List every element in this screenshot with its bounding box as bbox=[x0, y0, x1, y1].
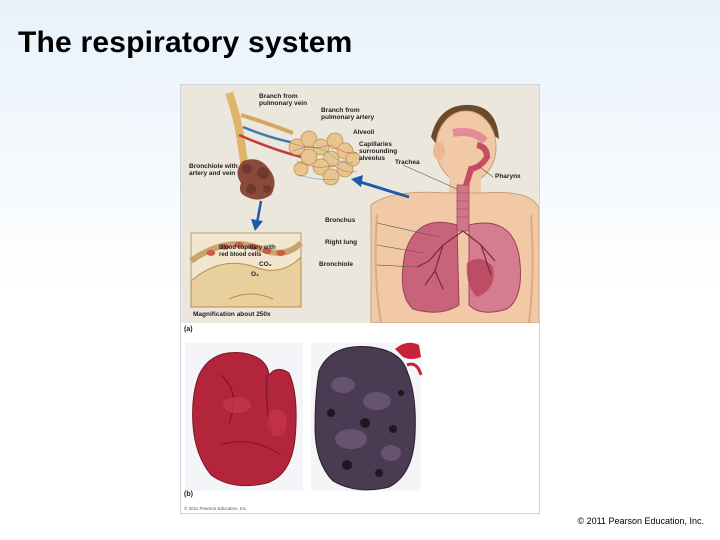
label-branch-pulmonary-vein: Branch from pulmonary vein bbox=[259, 93, 307, 107]
slide-title: The respiratory system bbox=[18, 26, 353, 60]
label-blood-capillary: Blood capillary with red blood cells bbox=[219, 245, 276, 259]
panel-a-letter: (a) bbox=[184, 326, 193, 333]
label-magnification: Magnification about 250x bbox=[193, 311, 271, 318]
panel-b-letter: (b) bbox=[184, 491, 193, 498]
label-capillaries: Capillaries surrounding alveolus bbox=[359, 141, 397, 162]
label-o2: O₂ bbox=[251, 271, 259, 278]
figure-copyright: © 2011 Pearson Education, Inc. bbox=[184, 506, 247, 511]
panel-a-anatomy: Branch from pulmonary vein Branch from p… bbox=[181, 85, 539, 323]
label-alveoli: Alveoli bbox=[353, 129, 374, 136]
label-bronchiole: Bronchiole bbox=[319, 261, 353, 268]
label-right-lung: Right lung bbox=[325, 239, 357, 246]
lung-photographs bbox=[181, 335, 539, 513]
human-torso bbox=[371, 105, 539, 323]
label-branch-pulmonary-artery: Branch from pulmonary artery bbox=[321, 107, 374, 121]
smoker-lung-photo bbox=[311, 343, 421, 491]
label-bronchiole-artery-vein: Bronchiole with artery and vein bbox=[189, 163, 238, 177]
label-bronchus: Bronchus bbox=[325, 217, 355, 224]
label-co2: CO₂ bbox=[259, 261, 272, 268]
label-pharynx: Pharynx bbox=[495, 173, 521, 180]
respiratory-figure: Branch from pulmonary vein Branch from p… bbox=[180, 84, 540, 514]
healthy-lung-photo bbox=[185, 343, 303, 491]
label-trachea: Trachea bbox=[395, 159, 420, 166]
panel-b-photos: (b) © 2011 Pearson Education, Inc. bbox=[181, 335, 539, 513]
footer-copyright: © 2011 Pearson Education, Inc. bbox=[577, 516, 704, 526]
